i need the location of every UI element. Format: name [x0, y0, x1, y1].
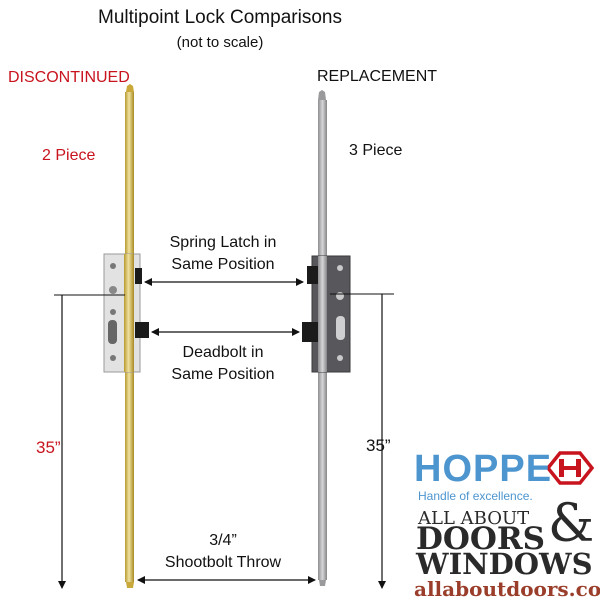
spring-latch-callout: Spring Latch in Same Position — [150, 232, 296, 276]
deadbolt-line-2: Same Position — [171, 366, 275, 383]
store-url: allaboutdoors.com — [414, 577, 600, 601]
hexagon-h-icon — [545, 451, 595, 485]
right-cylinder-cutout — [336, 316, 345, 340]
hoppe-logo-text: HOPPE — [414, 448, 553, 490]
spring-latch-line-2: Same Position — [171, 256, 275, 273]
left-gearbox-faceplate — [124, 254, 134, 372]
left-bottom-shootbolt — [126, 582, 134, 588]
shootbolt-line-2: Shootbolt Throw — [164, 554, 282, 571]
right-faceplate-upper — [318, 100, 327, 256]
deadbolt-callout: Deadbolt in Same Position — [150, 342, 296, 386]
right-gearbox-faceplate — [318, 256, 327, 372]
left-gearbox-case — [103, 253, 141, 373]
left-spring-latch — [135, 268, 142, 284]
left-cylinder-cutout — [108, 320, 117, 344]
shootbolt-callout: 3/4” Shootbolt Throw — [150, 530, 296, 574]
left-faceplate-lower — [125, 372, 134, 582]
spring-latch-line-1: Spring Latch in — [169, 234, 277, 251]
left-dimension-label: 35” — [36, 438, 61, 457]
right-top-shootbolt — [318, 90, 326, 100]
right-dimension-label: 35” — [366, 436, 391, 455]
left-deadbolt — [135, 322, 149, 338]
shootbolt-line-1: 3/4” — [209, 532, 237, 549]
store-logo-ampersand: & — [548, 494, 595, 554]
diagram-title: Multipoint Lock Comparisons — [98, 7, 342, 28]
store-logo-line-3: WINDOWS — [416, 547, 593, 581]
diagram-subtitle: (not to scale) — [176, 34, 264, 51]
discontinued-lock — [103, 84, 149, 588]
left-faceplate-upper — [125, 92, 134, 254]
right-bottom-shootbolt — [319, 580, 326, 586]
two-piece-label: 2 Piece — [42, 147, 96, 164]
replacement-label: REPLACEMENT — [317, 68, 438, 85]
left-top-shootbolt — [126, 84, 134, 92]
replacement-lock — [302, 90, 351, 586]
right-spring-latch — [307, 266, 318, 284]
left-dimension-line — [54, 294, 125, 589]
deadbolt-line-1: Deadbolt in — [182, 344, 264, 361]
hoppe-tagline: Handle of excellence. — [418, 489, 533, 503]
three-piece-label: 3 Piece — [349, 142, 403, 159]
right-deadbolt — [302, 322, 318, 342]
discontinued-label: DISCONTINUED — [8, 69, 130, 86]
right-dimension-line — [330, 293, 394, 589]
right-faceplate-lower — [318, 372, 327, 580]
store-logo-line-1: ALL ABOUT — [418, 508, 530, 529]
store-logo-line-2: DOORS — [416, 521, 546, 557]
